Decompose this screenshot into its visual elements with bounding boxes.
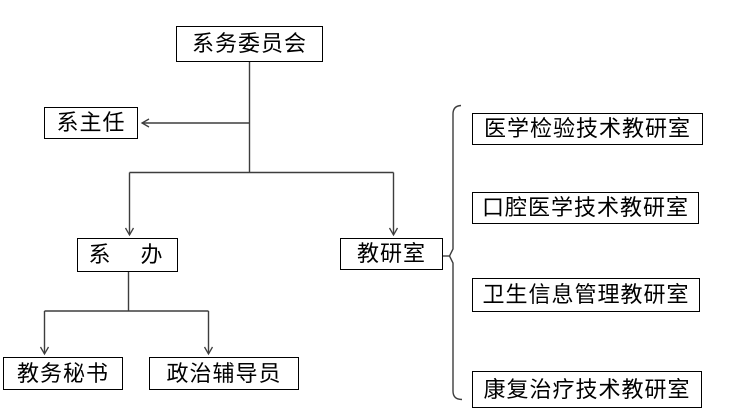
node-room-oral-medicine: 口腔医学技术教研室 — [472, 192, 699, 224]
node-room-rehab-therapy: 康复治疗技术教研室 — [472, 371, 702, 408]
node-political-counselor: 政治辅导员 — [149, 357, 299, 390]
node-room-health-info: 卫生信息管理教研室 — [472, 278, 700, 312]
node-room-medical-lab: 医学检验技术教研室 — [472, 113, 703, 145]
node-department-office: 系 办 — [77, 238, 178, 272]
node-teaching-research-office: 教研室 — [340, 238, 443, 270]
brace-rooms-group — [448, 104, 463, 401]
node-academic-secretary: 教务秘书 — [3, 357, 123, 390]
node-committee: 系务委员会 — [176, 26, 323, 62]
node-director: 系主任 — [44, 107, 138, 139]
